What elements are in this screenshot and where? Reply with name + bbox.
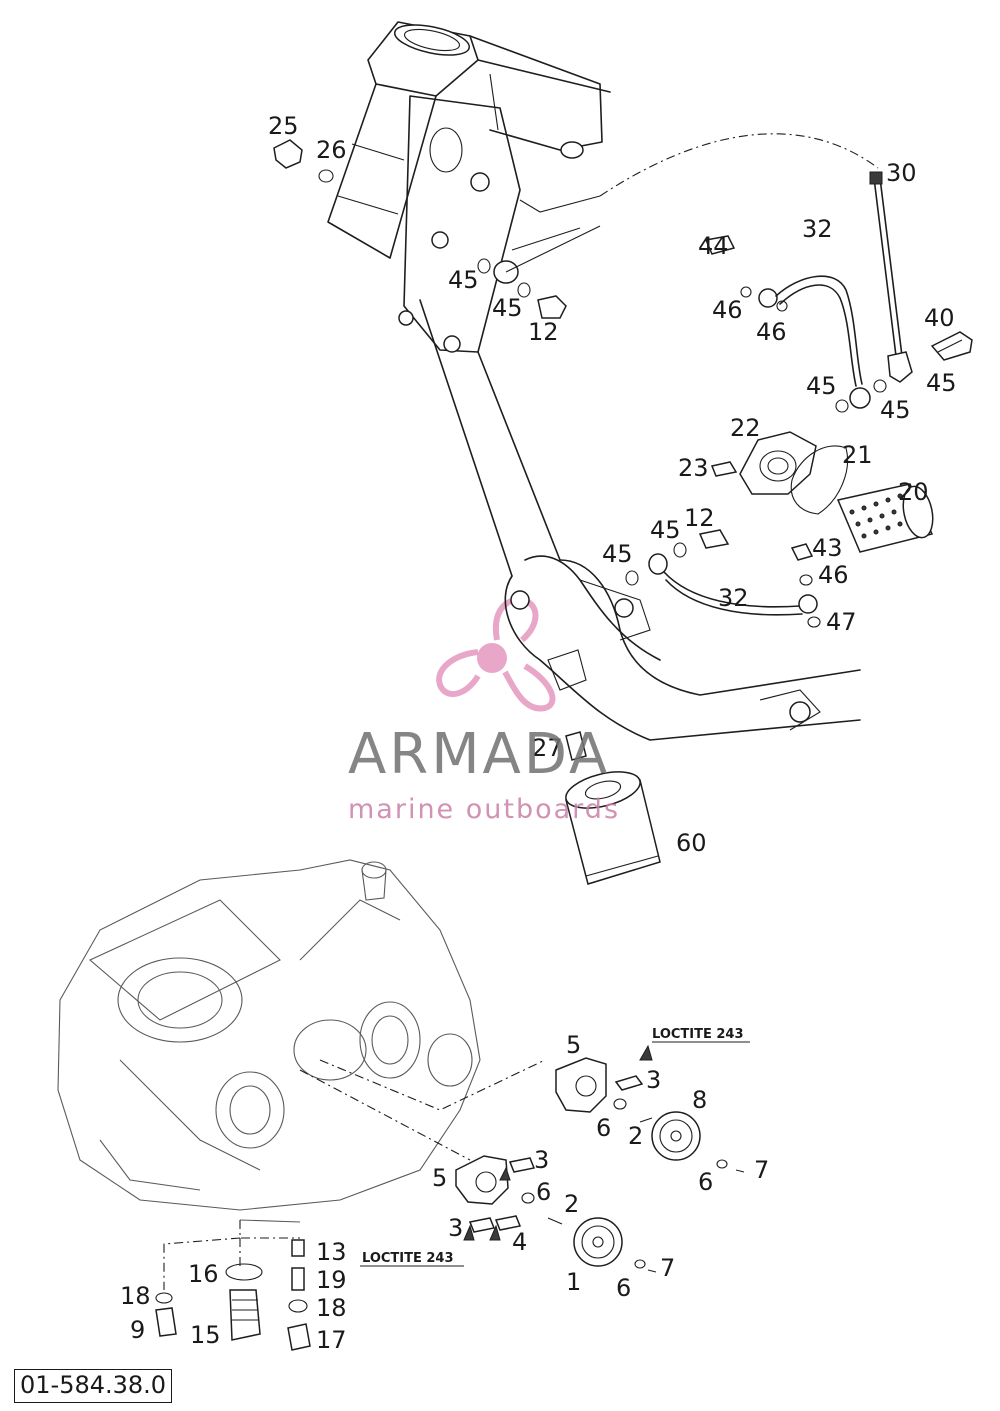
watermark-brand: ARMADA: [348, 722, 611, 787]
callout-46b: 46: [756, 318, 787, 346]
callout-2a: 2: [628, 1122, 643, 1150]
callout-27: 27: [532, 734, 563, 762]
callout-5a: 5: [566, 1031, 581, 1059]
callout-7b: 7: [660, 1254, 675, 1282]
callout-47: 47: [826, 608, 857, 636]
callout-21: 21: [842, 441, 873, 469]
callout-8: 8: [692, 1086, 707, 1114]
callout-30: 30: [886, 159, 917, 187]
callout-1: 1: [566, 1268, 581, 1296]
callout-40: 40: [924, 304, 955, 332]
callout-19: 19: [316, 1266, 347, 1294]
valve-parts: [155, 1239, 311, 1351]
callout-12b: 12: [684, 504, 715, 532]
callout-25: 25: [268, 112, 299, 140]
callout-12a: 12: [528, 318, 559, 346]
callout-13: 13: [316, 1238, 347, 1266]
callout-5b: 5: [432, 1164, 447, 1192]
filter-components: [565, 431, 934, 885]
callout-45e: 45: [926, 369, 957, 397]
callout-22: 22: [730, 414, 761, 442]
callout-46c: 46: [818, 561, 849, 589]
callout-43: 43: [812, 534, 843, 562]
crankcase: [57, 859, 546, 1290]
callout-32b: 32: [718, 584, 749, 612]
callout-44: 44: [698, 232, 729, 260]
oil-pumps: [360, 1041, 750, 1273]
callout-45a: 45: [448, 266, 479, 294]
callout-16: 16: [188, 1260, 219, 1288]
callout-45f: 45: [650, 516, 681, 544]
diagram-code: 01-584.38.0: [14, 1369, 173, 1403]
propeller-logo: [436, 596, 556, 712]
fittings-upper: [273, 139, 973, 413]
watermark-tagline: marine outboards: [348, 794, 621, 825]
callout-46a: 46: [712, 296, 743, 324]
callout-45d: 45: [880, 396, 911, 424]
callout-20: 20: [898, 478, 929, 506]
callout-15: 15: [190, 1321, 221, 1349]
callout-9: 9: [130, 1316, 145, 1344]
callout-45c: 45: [806, 372, 837, 400]
callout-4: 4: [512, 1228, 527, 1256]
callout-6c: 6: [536, 1178, 551, 1206]
callout-6d: 6: [616, 1274, 631, 1302]
callout-45b: 45: [492, 294, 523, 322]
filter-perforations: [849, 493, 903, 539]
callout-18a: 18: [120, 1282, 151, 1310]
callout-7a: 7: [754, 1156, 769, 1184]
callout-60: 60: [676, 829, 707, 857]
frame-assembly: [327, 21, 879, 741]
callout-6a: 6: [596, 1114, 611, 1142]
callout-3c: 3: [448, 1214, 463, 1242]
callout-32a: 32: [802, 215, 833, 243]
callout-3a: 3: [646, 1066, 661, 1094]
callout-18b: 18: [316, 1294, 347, 1322]
callout-17: 17: [316, 1326, 347, 1354]
loctite-note-bottom: LOCTITE 243: [362, 1251, 454, 1266]
callout-3b: 3: [534, 1146, 549, 1174]
callout-23: 23: [678, 454, 709, 482]
callout-2b: 2: [564, 1190, 579, 1218]
callout-45g: 45: [602, 540, 633, 568]
callout-26: 26: [316, 136, 347, 164]
loctite-note-top: LOCTITE 243: [652, 1027, 744, 1042]
callout-6b: 6: [698, 1168, 713, 1196]
